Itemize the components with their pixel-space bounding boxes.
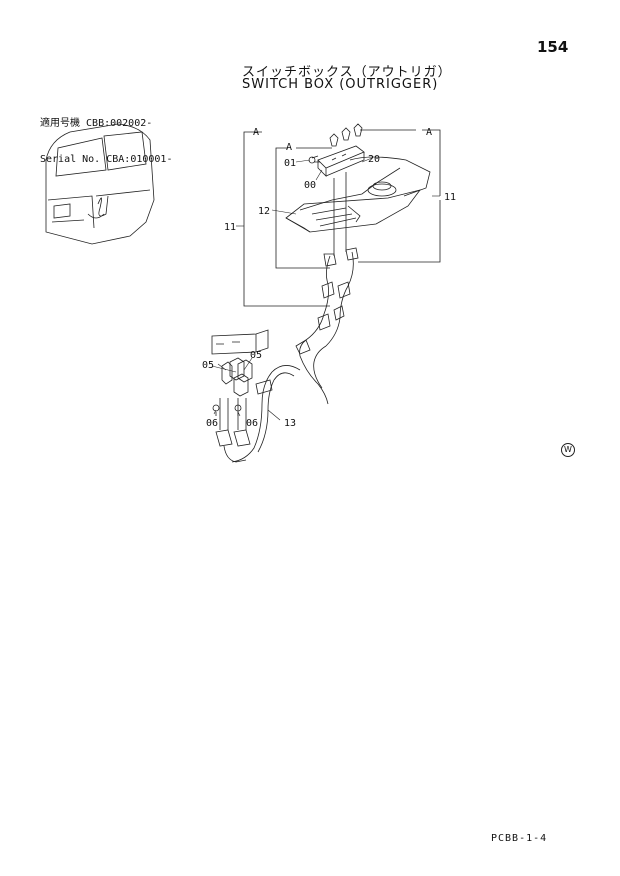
relay-bracket bbox=[211, 329, 269, 463]
serial-line-2: Serial No. CBA:010001- bbox=[40, 154, 172, 166]
callout-00: 00 bbox=[304, 180, 316, 191]
title-japanese: スイッチボックス（アウトリガ） bbox=[242, 65, 452, 80]
callout-11-right: 11 bbox=[444, 192, 456, 203]
callout-12: 12 bbox=[258, 206, 270, 217]
detail-frame bbox=[243, 129, 441, 307]
serial-applicability: 適用号機 CBB:002002- Serial No. CBA:010001- bbox=[40, 94, 172, 178]
callout-06-left: 06 bbox=[206, 418, 218, 429]
serial-line-1-label: 適用号機 bbox=[40, 118, 80, 129]
page-number: 154 bbox=[537, 38, 569, 56]
title-english: SWITCH BOX (OUTRIGGER) bbox=[242, 77, 439, 92]
callout-05-right: 05 bbox=[250, 350, 262, 361]
callout-01: 01 bbox=[284, 158, 296, 169]
harness bbox=[231, 172, 359, 463]
callout-20: 20 bbox=[368, 154, 380, 165]
footer-code: PCBB-1-4 bbox=[491, 833, 548, 844]
serial-line-1: 適用号機 CBB:002002- bbox=[40, 118, 172, 130]
callout-05-left: 05 bbox=[202, 360, 214, 371]
callout-a-right: A bbox=[426, 127, 432, 138]
w-mark: W bbox=[561, 443, 575, 457]
serial-line-1-value: CBB:002002- bbox=[86, 118, 153, 129]
leader-lines bbox=[211, 157, 440, 421]
cab-thumbnail bbox=[45, 123, 155, 245]
serial-line-2-label: Serial No. bbox=[40, 154, 101, 165]
callout-a-inner: A bbox=[286, 142, 292, 153]
callout-a-left: A bbox=[253, 127, 259, 138]
callout-13: 13 bbox=[284, 418, 296, 429]
serial-line-2-value: CBA:010001- bbox=[106, 154, 173, 165]
callout-11-left: 11 bbox=[224, 222, 236, 233]
switch-panel-assembly bbox=[285, 123, 431, 233]
callout-06-right: 06 bbox=[246, 418, 258, 429]
